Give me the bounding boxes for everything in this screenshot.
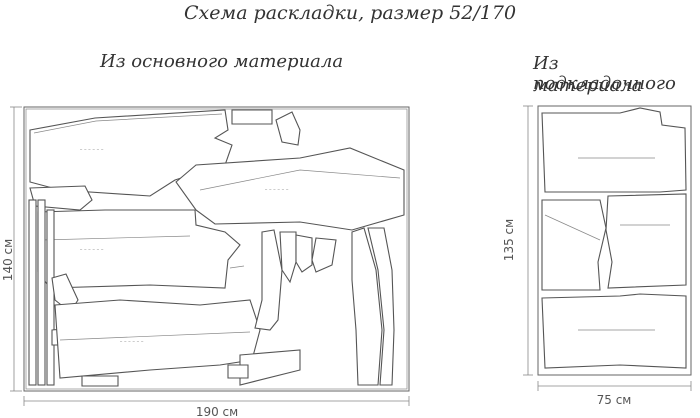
pattern-piece	[541, 107, 687, 193]
lining-width-label: 75 см	[597, 393, 632, 407]
pattern-piece	[227, 364, 249, 379]
pattern-piece	[37, 209, 241, 289]
pattern-piece	[239, 349, 301, 386]
pattern-piece	[46, 209, 55, 386]
main-fabric-outline	[23, 106, 410, 392]
pattern-piece	[37, 199, 46, 386]
lining-material-label-1: Из подкладочного	[533, 53, 676, 94]
page-title: Схема раскладки, размер 52/170	[183, 2, 517, 24]
pattern-piece	[311, 237, 337, 273]
main-height-label: 140 см	[1, 239, 15, 281]
svg-text:— — — — — —: — — — — — —	[80, 147, 104, 151]
main-material-label: Из основного материала	[100, 51, 344, 72]
svg-text:— — — — — —: — — — — — —	[120, 339, 144, 343]
pattern-piece	[541, 199, 607, 291]
pattern-piece	[295, 234, 313, 273]
svg-text:— — — — — —: — — — — — —	[265, 187, 289, 191]
pattern-piece	[231, 109, 273, 125]
main-width-label: 190 см	[196, 405, 238, 418]
pattern-piece	[254, 229, 283, 331]
pattern-piece	[28, 199, 37, 386]
lining-height-label: 135 см	[502, 219, 516, 261]
pattern-piece	[351, 227, 383, 386]
pattern-piece	[279, 231, 297, 284]
pattern-piece	[54, 299, 261, 379]
lining-material-label-2: материала	[533, 75, 643, 96]
pattern-piece	[175, 147, 405, 231]
pattern-piece	[275, 111, 301, 146]
lining-fabric-outline	[537, 105, 692, 376]
pattern-piece	[605, 193, 687, 289]
svg-text:— — — — — —: — — — — — —	[80, 247, 104, 251]
pattern-piece	[81, 375, 119, 387]
pattern-piece	[541, 293, 687, 369]
pattern-piece	[367, 227, 395, 386]
